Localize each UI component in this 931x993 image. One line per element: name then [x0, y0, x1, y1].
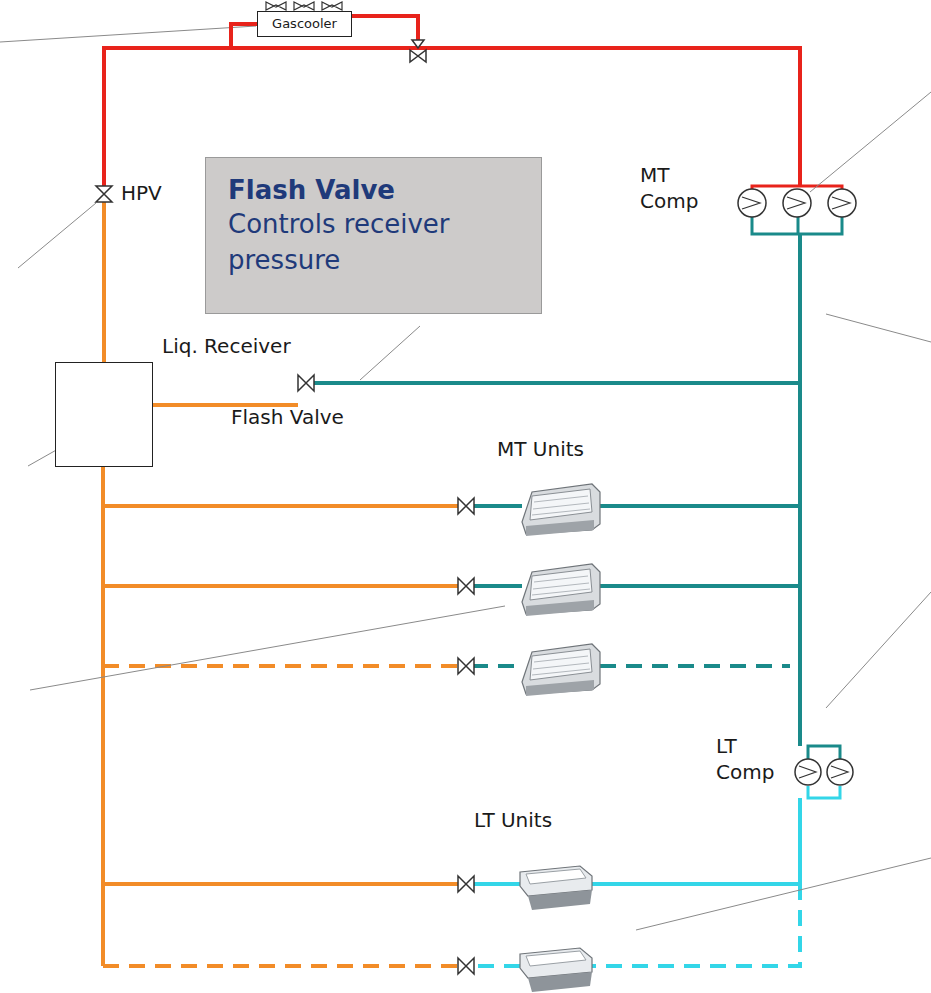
- node-title: Liq. Receiver: [162, 333, 291, 359]
- compressor-label: LT Comp: [716, 733, 782, 785]
- unit-label: MT Units: [497, 436, 584, 462]
- node-title: Flash Valve: [228, 174, 519, 206]
- pipe-segment: [102, 202, 106, 362]
- node-title: Gascooler: [272, 16, 337, 32]
- node-body: Controls receiver pressure: [228, 206, 519, 278]
- expansion-valve: [96, 186, 112, 202]
- callout-box: Flash ValveControls receiver pressure: [205, 157, 542, 314]
- valve-label: HPV: [121, 180, 162, 206]
- unit-label: LT Units: [474, 807, 552, 833]
- compressor-label: MT Comp: [640, 162, 706, 214]
- valve-label: Flash Valve: [231, 404, 344, 430]
- liquid-receiver: Liq. Receiver: [55, 362, 153, 467]
- gascooler-box: Gascooler: [257, 11, 352, 37]
